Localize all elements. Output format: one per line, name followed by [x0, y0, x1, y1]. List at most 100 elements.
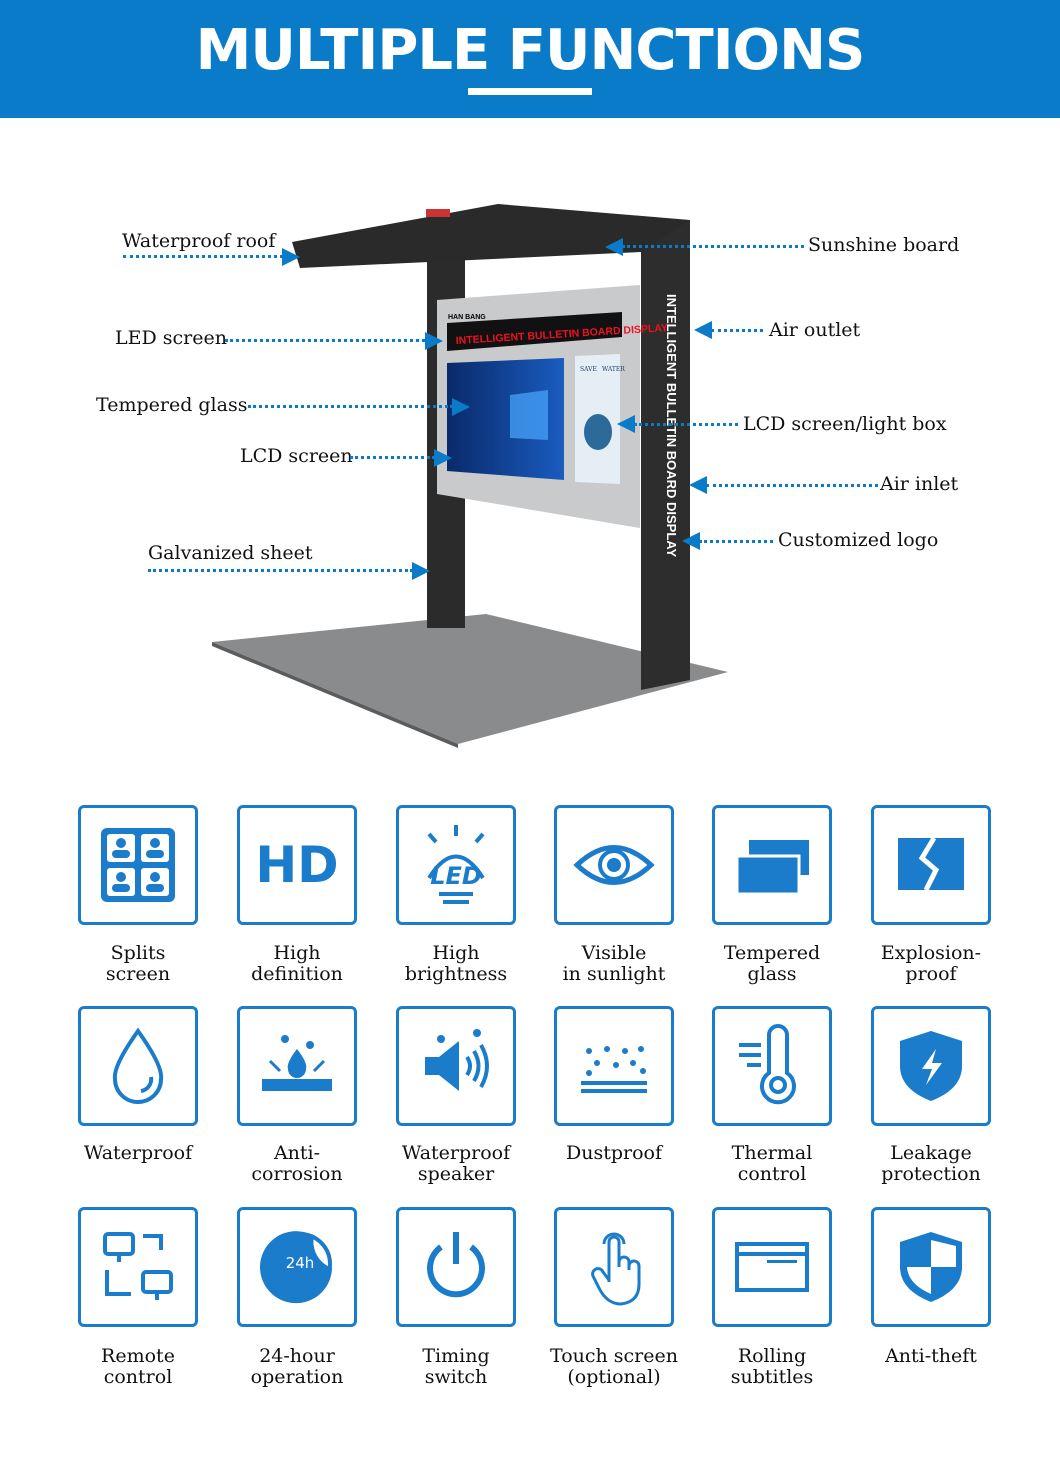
feature-label-line: Anti-: [273, 1142, 321, 1164]
callout-sunshine-board: Sunshine board: [808, 234, 960, 256]
feature-tile-explosion-proof: [871, 805, 991, 925]
24h-text: 24h: [286, 1254, 315, 1272]
feature-tile-shield-bolt: [871, 1006, 991, 1126]
windows-logo: [510, 390, 548, 440]
feature-label-line: Tempered: [723, 942, 821, 964]
roof: [292, 204, 690, 268]
feature-tile-speaker: [396, 1006, 516, 1126]
power-icon: [427, 1232, 485, 1298]
svg-text:LED: LED: [430, 862, 482, 890]
led-screen: [447, 312, 622, 351]
roof-light: [426, 209, 450, 217]
feature-tile-remote-network: [78, 1207, 198, 1327]
feature-label: Touch screen(optional): [529, 1346, 699, 1388]
feature-label-line: High: [432, 942, 480, 964]
feature-label-line: Rolling: [737, 1345, 807, 1367]
rolling-subtitle-icon: [735, 1242, 809, 1292]
feature-tile-rolling-subtitle: [712, 1207, 832, 1327]
callout-air-outlet: Air outlet: [769, 319, 861, 341]
poster-text-1: SAVE: [580, 366, 597, 373]
callout-waterproof-roof: Waterproof roof: [122, 230, 276, 252]
feature-label: Anti-theft: [846, 1346, 1016, 1367]
feature-tile-anti-corrosion: [237, 1006, 357, 1126]
feature-label-line: Waterproof: [401, 1142, 511, 1164]
anti-corrosion-icon: [262, 1035, 332, 1091]
feature-tile-led: LED: [396, 805, 516, 925]
water-drop-icon: [112, 1027, 164, 1104]
hd-icon: HD: [255, 836, 338, 894]
right-pillar: [641, 220, 690, 690]
feature-tile-eye: [554, 805, 674, 925]
thermometer-icon: [739, 1024, 796, 1105]
feature-label-line: protection: [881, 1163, 981, 1185]
feature-tile-glass-panes: [712, 805, 832, 925]
svg-text:HD: HD: [255, 836, 338, 894]
feature-label-line: control: [103, 1366, 173, 1388]
bulletin-board-illustration: INTELLIGENT BULLETIN BOARD DISPLAY HAN B…: [212, 204, 728, 748]
feature-label-line: 24-hour: [259, 1345, 335, 1367]
callout-customized-logo: Customized logo: [778, 529, 939, 551]
led-icon: LED: [427, 825, 485, 904]
feature-label-line: control: [737, 1163, 807, 1185]
feature-label-line: Waterproof: [83, 1142, 193, 1164]
feature-label-line: Anti-theft: [885, 1345, 977, 1367]
callout-lcd-light-box: LCD screen/light box: [743, 413, 947, 435]
feature-label-line: Remote: [101, 1345, 175, 1367]
feature-label-line: in sunlight: [562, 963, 666, 985]
feature-tile-dust: [554, 1006, 674, 1126]
split-screen-icon: [101, 828, 175, 902]
feature-label-line: Thermal: [731, 1142, 813, 1164]
feature-label-line: operation: [250, 1366, 344, 1388]
feature-tile-touch-hand: [554, 1207, 674, 1327]
touch-hand-icon: [591, 1232, 641, 1306]
feature-label-line: subtitles: [730, 1366, 814, 1388]
24h-moon-icon: 24h: [260, 1231, 332, 1304]
feature-label: Anti-corrosion: [212, 1143, 382, 1185]
feature-label-line: (optional): [567, 1366, 661, 1388]
feature-label-line: Leakage: [890, 1142, 972, 1164]
page-title: MULTIPLE FUNCTIONS: [195, 18, 866, 83]
header-banner: [0, 0, 1060, 118]
feature-label-line: switch: [424, 1366, 488, 1388]
base-plate: [212, 614, 728, 744]
remote-network-icon: [103, 1232, 173, 1300]
shield-icon: [900, 1232, 962, 1302]
feature-label: Dustproof: [529, 1143, 699, 1164]
callout-lcd-screen: LCD screen: [240, 445, 353, 467]
brand-logo: HAN BANG: [448, 314, 486, 321]
poster-text-2: WATER: [602, 366, 625, 373]
callout-led-screen: LED screen: [115, 327, 227, 349]
glass-panes-icon: [735, 840, 809, 896]
eye-icon: [573, 845, 655, 885]
feature-tile-water-drop: [78, 1006, 198, 1126]
feature-label-line: Visible: [581, 942, 647, 964]
feature-label-line: Explosion-: [880, 942, 982, 964]
feature-label-line: brightness: [404, 963, 508, 985]
feature-tile-split-screen: [78, 805, 198, 925]
lcd-screen: [447, 358, 564, 480]
callout-air-inlet: Air inlet: [880, 473, 959, 495]
feature-label: Explosion-proof: [846, 943, 1016, 985]
callout-tempered-glass: Tempered glass: [96, 394, 248, 416]
feature-label-line: speaker: [417, 1163, 495, 1185]
feature-label-line: screen: [105, 963, 171, 985]
feature-tile-power: [396, 1207, 516, 1327]
feature-label-line: Touch screen: [550, 1345, 678, 1367]
feature-label-line: Splits: [110, 942, 166, 964]
dust-icon: [581, 1046, 647, 1093]
explosion-proof-icon: [898, 836, 964, 892]
feature-tile-shield: [871, 1207, 991, 1327]
feature-label: Waterproof: [53, 1143, 223, 1164]
feature-tile-hd: HD: [237, 805, 357, 925]
